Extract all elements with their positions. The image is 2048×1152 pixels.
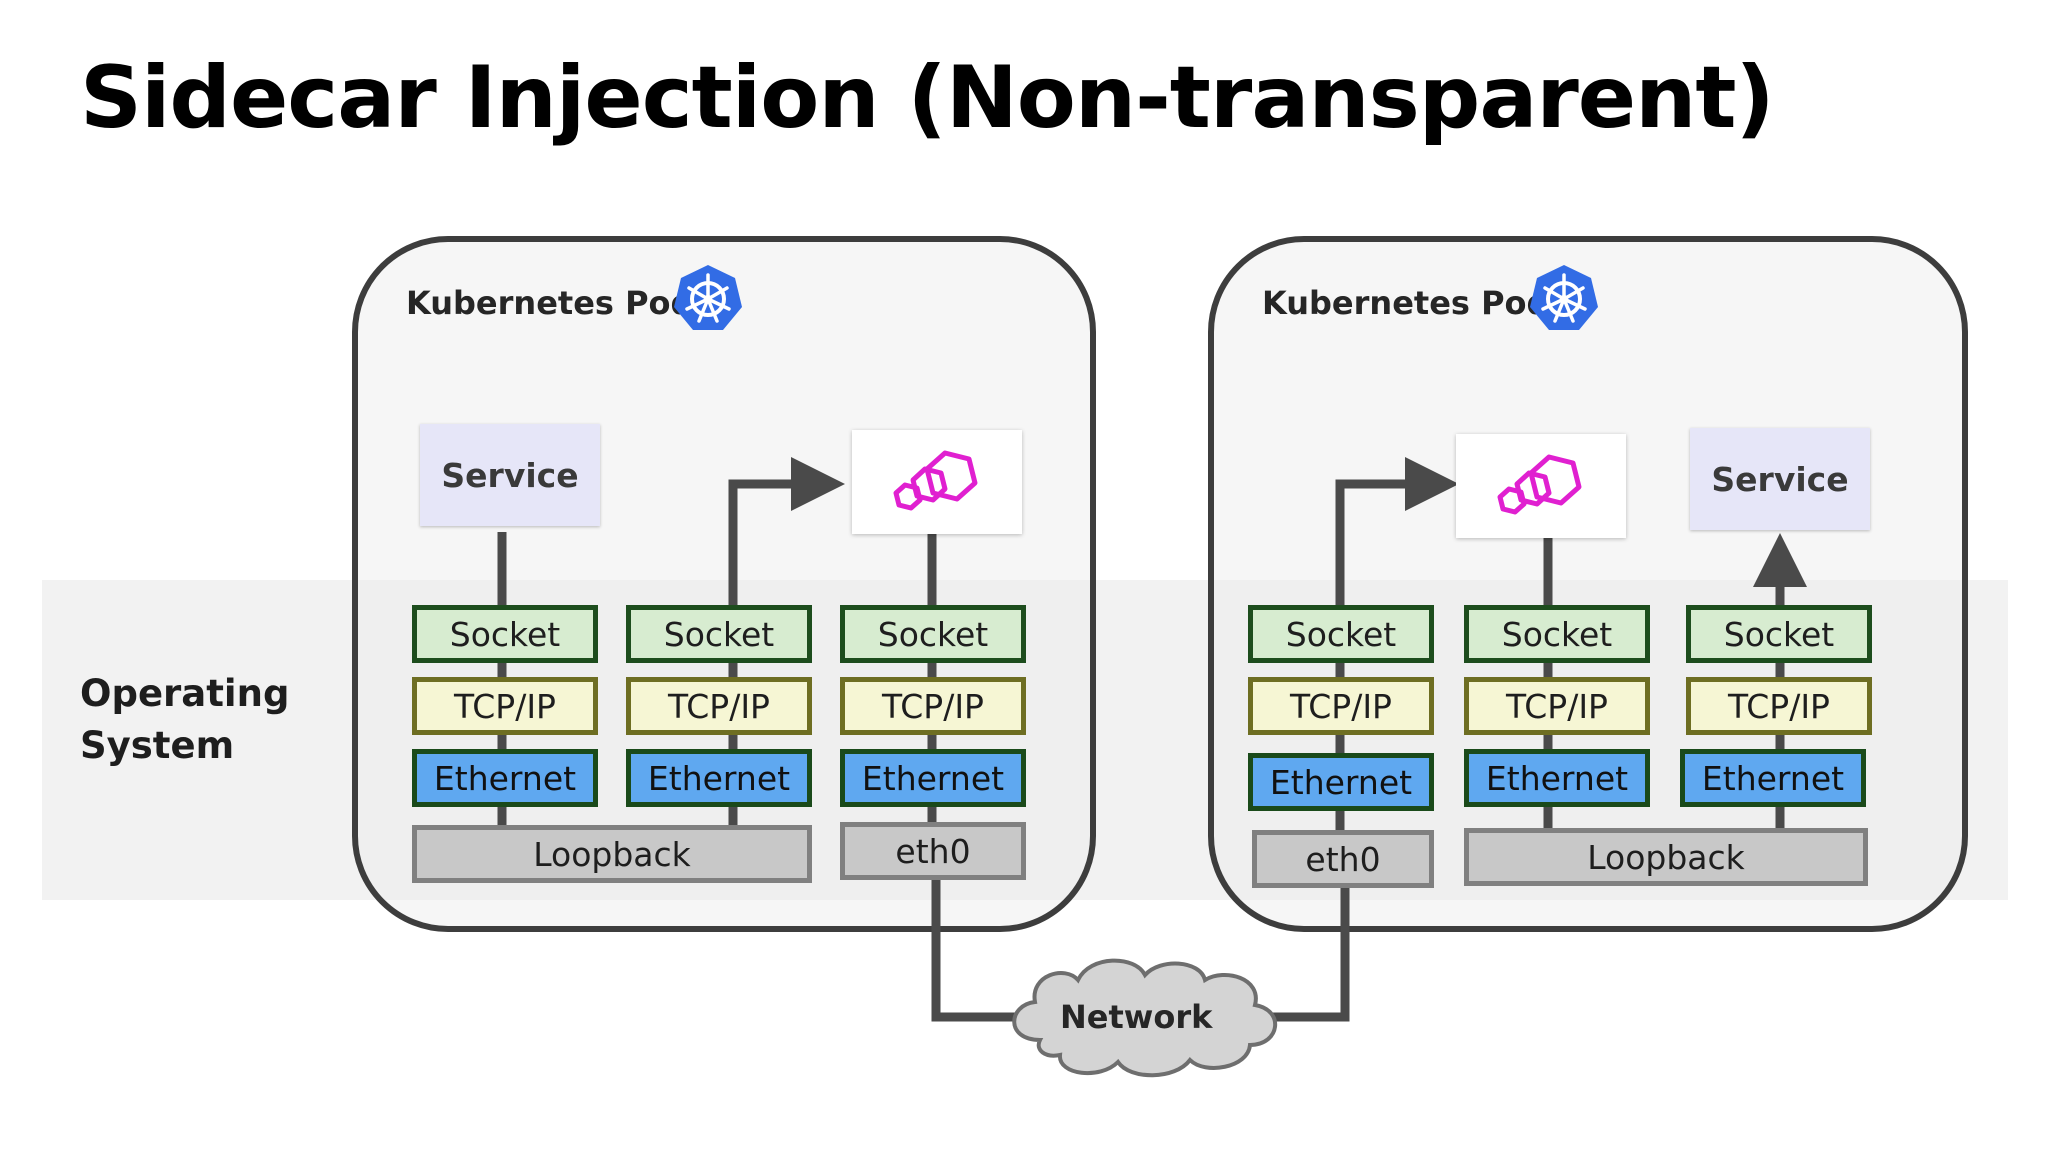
proxy-box-left xyxy=(852,430,1022,534)
line-socket-proxy-left xyxy=(728,457,845,605)
eth0-box-left: eth0 xyxy=(840,822,1026,880)
network-label: Network xyxy=(1060,998,1213,1036)
loopback-box-left: Loopback xyxy=(412,825,812,883)
envoy-proxy-icon xyxy=(893,450,978,511)
line-eth0-network-left xyxy=(931,880,1020,1022)
ethernet-box: Ethernet xyxy=(1680,749,1866,807)
tcpip-box: TCP/IP xyxy=(840,677,1026,735)
socket-box: Socket xyxy=(1464,605,1650,663)
tcpip-box: TCP/IP xyxy=(1248,677,1434,735)
socket-box: Socket xyxy=(840,605,1026,663)
ethernet-box: Ethernet xyxy=(412,749,598,807)
line-socket-proxy-right xyxy=(1335,457,1459,605)
socket-box: Socket xyxy=(412,605,598,663)
service-box-left: Service xyxy=(420,424,600,526)
ethernet-box: Ethernet xyxy=(840,749,1026,807)
pod-right xyxy=(1208,236,1968,932)
eth0-box-right: eth0 xyxy=(1252,830,1434,888)
ethernet-box: Ethernet xyxy=(1464,749,1650,807)
socket-box: Socket xyxy=(1248,605,1434,663)
service-label-right: Service xyxy=(1711,459,1849,499)
socket-box: Socket xyxy=(626,605,812,663)
tcpip-box: TCP/IP xyxy=(1686,677,1872,735)
service-label-left: Service xyxy=(441,455,579,495)
proxy-box-right xyxy=(1456,434,1626,538)
pod-label-right: Kubernetes Pod xyxy=(1262,284,1550,322)
socket-box: Socket xyxy=(1686,605,1872,663)
envoy-proxy-icon xyxy=(1497,454,1582,515)
tcpip-box: TCP/IP xyxy=(626,677,812,735)
ethernet-box: Ethernet xyxy=(1248,753,1434,811)
loopback-box-right: Loopback xyxy=(1464,828,1868,886)
pod-label-left: Kubernetes Pod xyxy=(406,284,694,322)
pod-left xyxy=(352,236,1096,932)
ethernet-box: Ethernet xyxy=(626,749,812,807)
kubernetes-helm-icon xyxy=(674,265,742,330)
page-title: Sidecar Injection (Non-transparent) xyxy=(80,48,1775,148)
line-network-eth0-right xyxy=(1270,880,1350,1022)
tcpip-box: TCP/IP xyxy=(412,677,598,735)
kubernetes-helm-icon xyxy=(1530,265,1598,330)
tcpip-box: TCP/IP xyxy=(1464,677,1650,735)
service-box-right: Service xyxy=(1690,428,1870,530)
cloud-icon xyxy=(1012,958,1277,1078)
